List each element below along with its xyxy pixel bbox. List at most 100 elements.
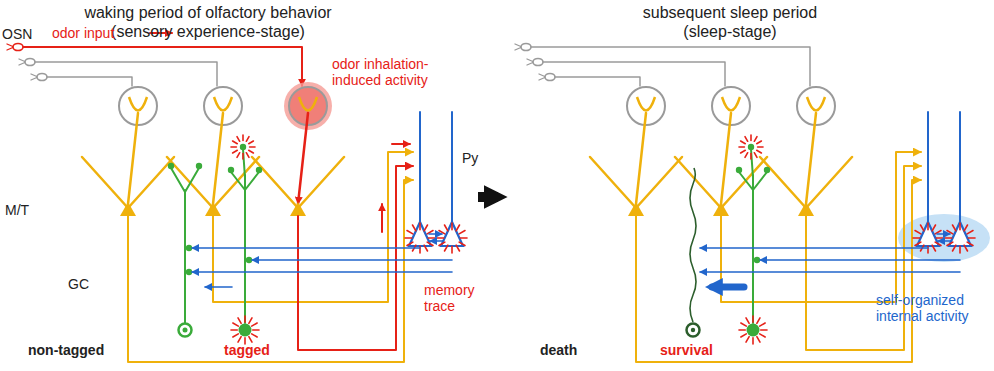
py-apical-dendrite [927, 112, 929, 224]
osn-cell [545, 74, 555, 81]
py-apical-dendrite [451, 112, 453, 224]
activity-ray [428, 237, 435, 239]
mt-apical-dendrite [721, 113, 731, 204]
activity-ray [427, 242, 433, 245]
cell-label: GC [68, 276, 89, 292]
osn-axon [47, 77, 132, 86]
mt-soma [628, 202, 644, 216]
activity-ray [233, 323, 238, 326]
mt-apical-dendrite [213, 113, 223, 204]
activity-ray [252, 323, 257, 326]
mt-axon [721, 152, 921, 302]
activity-ray [968, 237, 975, 239]
cell-label: Py [462, 150, 478, 166]
gc-soma [239, 324, 252, 337]
gc-spine [228, 167, 234, 173]
activity-burst [739, 135, 763, 159]
activity-ray [741, 150, 746, 153]
activity-ray [760, 323, 765, 326]
mt-tuft [129, 97, 147, 111]
activity-ray [927, 223, 929, 230]
mt-soma [713, 202, 729, 216]
activity-ray [237, 153, 240, 158]
activity-ray [456, 225, 459, 231]
gc-dendrite [171, 168, 185, 192]
activity-ray [745, 153, 748, 158]
mt-apical-dendrite [636, 113, 646, 204]
activity-ray [242, 135, 244, 140]
activity-burst [437, 223, 467, 253]
activity-burst [231, 316, 259, 344]
activity-burst [739, 316, 767, 344]
gc-spine [168, 163, 174, 169]
gc-dendrite [184, 190, 186, 323]
activity-ray [915, 231, 921, 234]
activity-ray [754, 153, 757, 158]
activity-ray [456, 245, 459, 251]
activity-ray [459, 231, 465, 234]
activity-ray [752, 338, 754, 344]
activity-ray [445, 225, 448, 231]
gc-soma [747, 324, 760, 337]
py-axon [252, 259, 452, 261]
osn-axon [23, 47, 302, 86]
activity-ray [405, 237, 412, 239]
mt-axon [636, 180, 921, 362]
gc-spine [240, 144, 246, 150]
activity-ray [745, 137, 748, 142]
mt-soma [798, 202, 814, 216]
activity-ray [913, 237, 920, 239]
activity-ray [750, 154, 752, 159]
dying-gc-soma [687, 324, 700, 337]
activity-ray [741, 141, 746, 144]
gc-dendrite [751, 149, 753, 178]
activity-ray [231, 146, 236, 148]
activity-ray [953, 225, 956, 231]
py-recurrent [429, 233, 442, 235]
mt-lateral-dendrite [590, 157, 682, 208]
gc-spine [764, 167, 770, 173]
activity-ray [959, 223, 961, 230]
mt-tuft [299, 97, 317, 111]
osn-cell [521, 44, 531, 51]
mt-tuft [214, 97, 232, 111]
activity-ray [752, 316, 754, 322]
state-label: survival [660, 342, 713, 358]
mt-apical-dendrite [128, 113, 138, 204]
mt-tuft [637, 97, 655, 111]
stage-panel: waking period of olfactory behavior (sen… [0, 0, 478, 371]
osn-cell [25, 59, 35, 66]
activity-ray [424, 225, 427, 231]
activity-ray [242, 154, 244, 159]
activity-ray [445, 245, 448, 251]
activity-ray [746, 318, 749, 323]
cell-label: OSN [2, 26, 32, 42]
activity-ray [246, 153, 249, 158]
dying-gc [690, 168, 696, 322]
gc-spine [748, 144, 754, 150]
py-recurrent [430, 240, 443, 242]
activity-ray [739, 146, 744, 148]
osn-cell [13, 44, 23, 51]
gc-dendrite [753, 172, 767, 190]
activity-ray [953, 245, 956, 251]
activity-ray [964, 245, 967, 251]
mt-lateral-dendrite [760, 157, 852, 208]
activity-ray [407, 231, 413, 234]
osn-axon [555, 77, 640, 86]
gc-dendrite [185, 168, 199, 192]
state-label: tagged [224, 342, 270, 358]
mt-lateral-dendrite [82, 157, 174, 208]
gc-spine [196, 163, 202, 169]
activity-ray [932, 225, 935, 231]
activity-ray [945, 237, 952, 239]
gc-nucleus [691, 328, 695, 332]
activity-ray [750, 135, 752, 140]
activity-ray [244, 316, 246, 322]
activity-ray [757, 318, 760, 323]
mt-tuft [807, 97, 825, 111]
activity-ray [761, 329, 767, 331]
state-label: non-tagged [28, 342, 104, 358]
gc-dendrite [752, 175, 754, 323]
activity-ray [233, 141, 238, 144]
